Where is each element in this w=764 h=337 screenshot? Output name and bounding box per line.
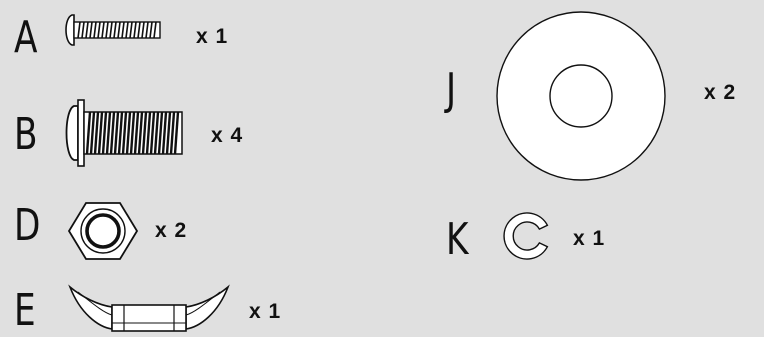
part-b-qty: x 4 bbox=[211, 124, 244, 147]
flat-washer-icon bbox=[495, 10, 667, 182]
part-k-qty: x 1 bbox=[573, 227, 606, 250]
part-b-letter: B bbox=[14, 109, 38, 160]
part-d-qty: x 2 bbox=[155, 219, 188, 242]
part-e-letter: E bbox=[14, 285, 36, 336]
part-a-letter: A bbox=[14, 12, 38, 63]
wing-nut-icon bbox=[68, 283, 230, 337]
part-d-letter: D bbox=[14, 200, 41, 251]
part-j-qty: x 2 bbox=[704, 81, 737, 104]
hex-nut-icon bbox=[66, 200, 140, 262]
button-head-screw-icon bbox=[64, 96, 188, 170]
part-j-letter: J bbox=[446, 64, 457, 115]
lock-washer-icon bbox=[497, 211, 553, 261]
part-k-letter: K bbox=[446, 214, 469, 265]
part-a-qty: x 1 bbox=[196, 25, 229, 48]
truss-head-screw-icon bbox=[60, 10, 170, 50]
part-e-qty: x 1 bbox=[249, 300, 282, 323]
